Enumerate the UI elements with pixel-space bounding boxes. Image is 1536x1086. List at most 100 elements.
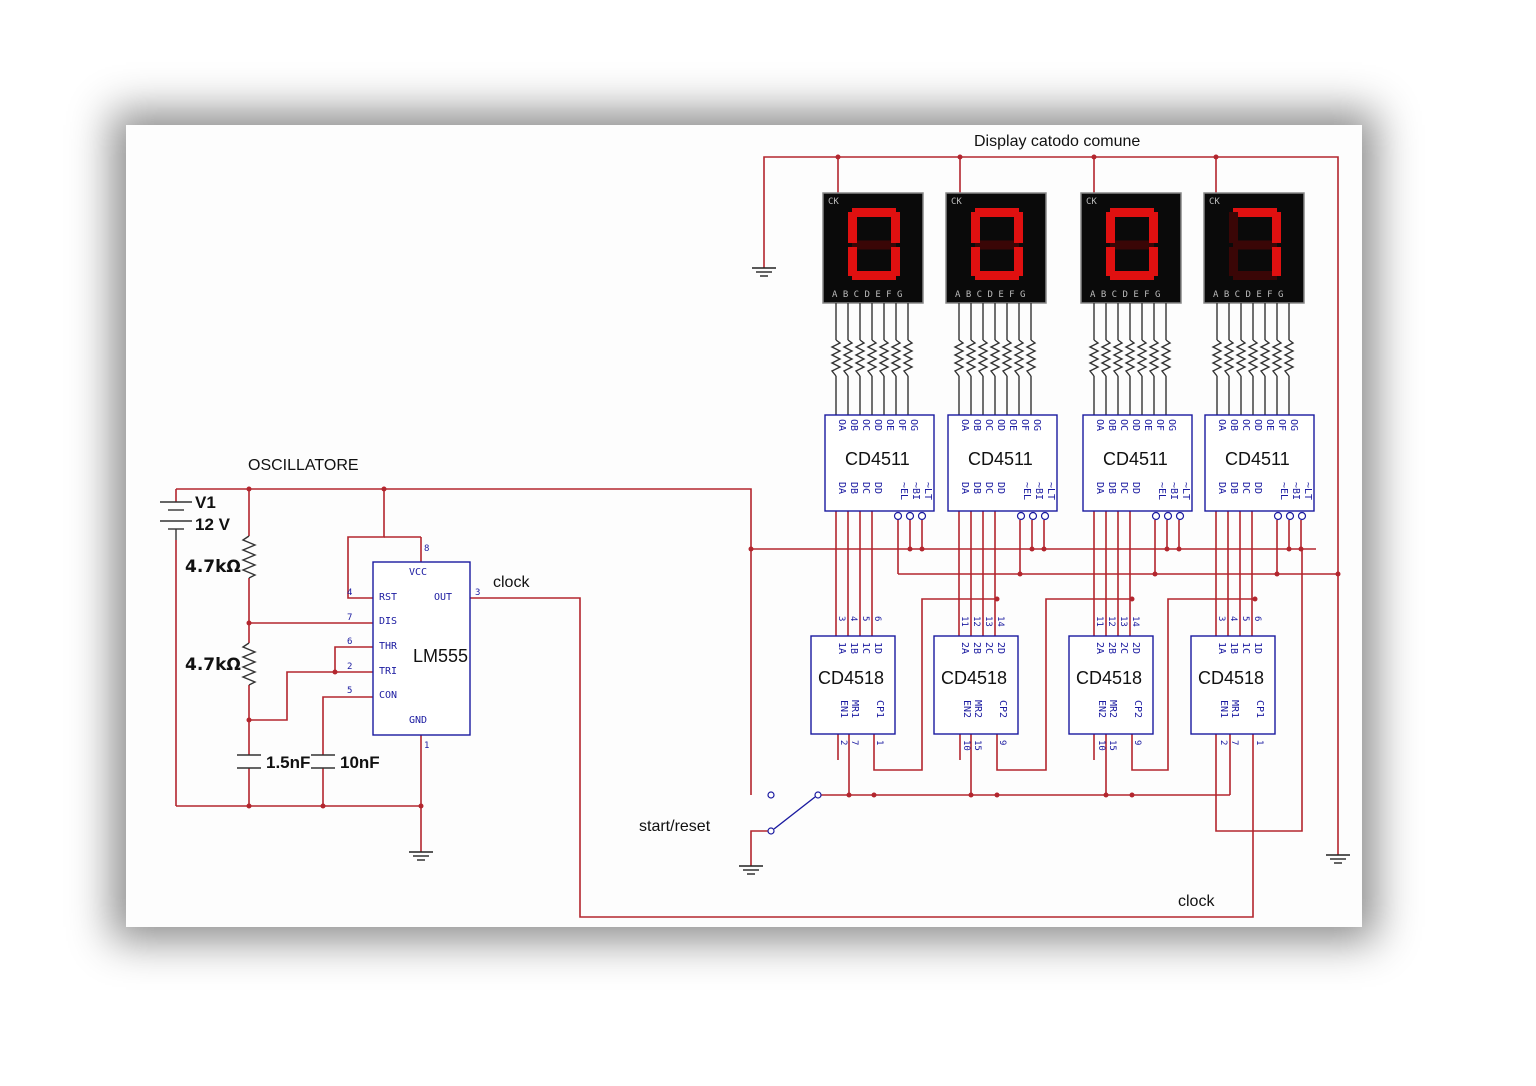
counter-input-pin-label: EN1 bbox=[1218, 700, 1229, 718]
segment-resistor bbox=[1211, 339, 1223, 377]
decoder-input-pin-label: DC bbox=[860, 482, 871, 494]
decoder-output-pin-label: OG bbox=[1166, 419, 1177, 431]
decoder-input-pin-label: ~LT bbox=[922, 482, 933, 500]
decoder-input-pin-label: DD bbox=[995, 482, 1006, 494]
counter-input-pin-number: 10 bbox=[961, 740, 971, 751]
battery-name: V1 bbox=[195, 493, 216, 512]
decoder-input-pin-label: DA bbox=[959, 482, 970, 494]
segment-resistor bbox=[830, 339, 842, 377]
counter-output-pin-label: 2D bbox=[1130, 642, 1141, 654]
segment-resistor bbox=[1247, 339, 1259, 377]
decoder-output-pin-label: OF bbox=[896, 419, 907, 431]
segment-g bbox=[975, 240, 1019, 250]
segment-f bbox=[1106, 212, 1115, 243]
segment-resistor bbox=[1235, 339, 1247, 377]
segment-c bbox=[1149, 247, 1158, 276]
lm555-name: LM555 bbox=[413, 646, 468, 666]
decoder-output-pin-label: OD bbox=[1130, 419, 1141, 431]
counter-output-pin-number: 3 bbox=[836, 616, 846, 621]
counter-input-pin-number: 9 bbox=[997, 740, 1007, 745]
counter-output-pin-number: 14 bbox=[995, 616, 1005, 627]
lm555-timer: LM555 VCC RST DIS THR TRI CON GND OUT 8 … bbox=[347, 544, 480, 751]
decoder-inverted-pin bbox=[1175, 511, 1185, 521]
capacitor-c1: 1.5nF bbox=[237, 753, 310, 772]
segment-c bbox=[891, 247, 900, 276]
display-title: Display catodo comune bbox=[974, 133, 1140, 150]
counter-input-pin-number: 9 bbox=[1132, 740, 1142, 745]
counter-output-pin-label: 1B bbox=[1228, 642, 1239, 654]
lm555-pin-vcc: VCC bbox=[409, 567, 427, 578]
segment-e bbox=[1106, 247, 1115, 276]
counter-output-pin-label: 2C bbox=[1118, 642, 1129, 654]
segment-resistor bbox=[1025, 339, 1037, 377]
decoder-inverted-pin bbox=[917, 511, 927, 521]
capacitor-c2: 10nF bbox=[311, 753, 380, 772]
seven-segment-display: CKA B C D E F G bbox=[1203, 192, 1305, 415]
ground-icon bbox=[752, 267, 776, 277]
ground-symbols bbox=[409, 267, 1350, 875]
counter-output-pin-label: 2D bbox=[995, 642, 1006, 654]
decoder-input-pin-label: DB bbox=[1106, 482, 1117, 494]
segment-e bbox=[971, 247, 980, 276]
counter-output-pin-label: 1D bbox=[872, 642, 883, 654]
decoder-output-pin-label: OE bbox=[1007, 419, 1018, 431]
decoder-name: CD4511 bbox=[1103, 449, 1168, 469]
ground-icon bbox=[409, 851, 433, 861]
decoder-output-pin-label: OD bbox=[872, 419, 883, 431]
decoder-output-pin-label: OC bbox=[983, 419, 994, 431]
segment-e bbox=[848, 247, 857, 276]
segment-resistor bbox=[1160, 339, 1172, 377]
segment-resistor bbox=[977, 339, 989, 377]
counter-input-pin-number: 7 bbox=[849, 740, 859, 745]
display-segment-letters: A B C D E F G bbox=[1090, 290, 1160, 300]
counter-body bbox=[1068, 635, 1154, 735]
counter-output-pin-number: 4 bbox=[1228, 616, 1238, 621]
counter-input-pin-number: 2 bbox=[838, 740, 848, 745]
segment-resistor bbox=[854, 339, 866, 377]
lm555-pinnum-con: 5 bbox=[347, 686, 352, 696]
segment-b bbox=[1272, 212, 1281, 243]
decoder-body bbox=[1204, 414, 1315, 512]
decoder-output-pin-label: OB bbox=[971, 419, 982, 431]
counter-output-pin-number: 11 bbox=[1094, 616, 1104, 627]
decoder-input-pin-label: ~EL bbox=[1021, 482, 1032, 500]
segment-e bbox=[1229, 247, 1238, 276]
counter-output-pin-label: 1A bbox=[1216, 642, 1227, 654]
decoder-output-pin-label: OA bbox=[1216, 419, 1227, 431]
lm555-pin-tri: TRI bbox=[379, 666, 397, 677]
segment-d bbox=[852, 271, 896, 280]
segment-resistor bbox=[1088, 339, 1100, 377]
counter-name: CD4518 bbox=[1198, 668, 1264, 688]
counter-output-pin-label: 1C bbox=[1240, 642, 1251, 654]
wiring bbox=[175, 156, 1339, 918]
display-corner-label: CK bbox=[828, 197, 839, 207]
ground-icon bbox=[739, 865, 763, 875]
decoder-inverted-pin bbox=[905, 511, 915, 521]
counter-input-pin-label: MR1 bbox=[1229, 700, 1240, 718]
counter-body bbox=[810, 635, 896, 735]
decoder-input-pin-label: DA bbox=[836, 482, 847, 494]
decoder-inverted-pin bbox=[1151, 511, 1161, 521]
start-reset-label: start/reset bbox=[639, 818, 711, 835]
decoder-input-pin-label: DD bbox=[1130, 482, 1141, 494]
resistor-r1-value: 4.7kΩ bbox=[185, 557, 241, 577]
lm555-pin-out: OUT bbox=[434, 592, 452, 603]
decoder-name: CD4511 bbox=[845, 449, 910, 469]
seven-segment-display: CKA B C D E F G bbox=[822, 192, 924, 415]
decoder-output-pin-label: OD bbox=[1252, 419, 1263, 431]
counter-name: CD4518 bbox=[818, 668, 884, 688]
counter-output-pin-number: 13 bbox=[1118, 616, 1128, 627]
seven-segment-display: CKA B C D E F G bbox=[945, 192, 1047, 415]
counter-input-pin-number: 2 bbox=[1218, 740, 1228, 745]
decoder-inverted-pin bbox=[1273, 511, 1283, 521]
segment-d bbox=[1233, 271, 1277, 280]
decoder-output-pin-label: OE bbox=[1264, 419, 1275, 431]
counter-output-pin-label: 1C bbox=[860, 642, 871, 654]
